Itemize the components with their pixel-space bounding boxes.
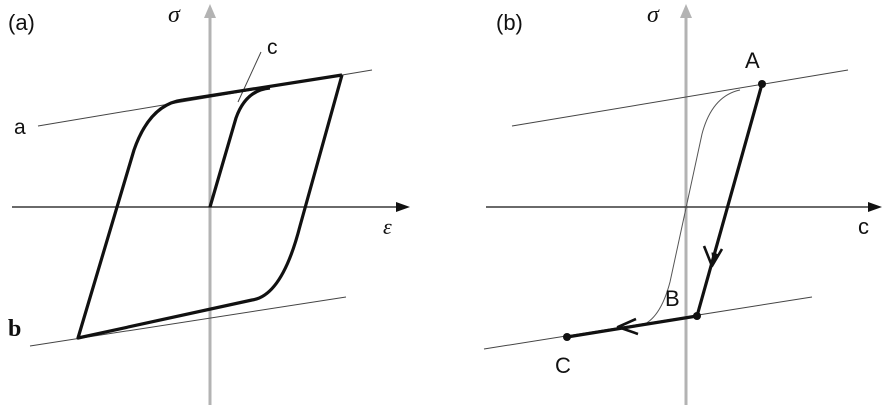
panel-b-point-b-dot: [693, 312, 701, 320]
panel-b-arrow-left-head-icon: [616, 317, 639, 336]
panel-a-tag: (a): [8, 10, 35, 35]
panel-b-label-c: C: [555, 353, 571, 378]
panel-b-point-c-dot: [563, 333, 571, 341]
panel-a-epsilon-arrow-icon: [396, 202, 410, 212]
panel-a-sigma-label: σ: [168, 2, 181, 28]
panel-b-reference-curve: [639, 89, 741, 327]
panel-a-epsilon-label: ε: [383, 214, 392, 239]
panel-b-horizontal-arrow-icon: [868, 202, 882, 212]
panel-b-label-a: A: [745, 48, 760, 73]
panel-b-upper-line: [511, 69, 849, 127]
panel-b-tag: (b): [496, 10, 523, 35]
panel-a-label-c: c: [267, 36, 278, 59]
panel-b-path-a-to-b: [695, 83, 764, 317]
panel-b-arrow-down-head-icon: [702, 245, 724, 268]
panel-b-path-b-to-c: [566, 314, 698, 339]
panel-a-hysteresis-loop: [76, 73, 344, 340]
panel-b: (b) σ c A B C: [483, 2, 882, 405]
panel-a-line-c: [237, 51, 262, 103]
panel-b-sigma-label: σ: [647, 2, 660, 28]
panel-a: (a) σ ε a b c: [8, 2, 410, 405]
panel-b-point-a-dot: [758, 80, 766, 88]
panel-b-label-b: B: [665, 286, 680, 311]
panel-a-sigma-arrow-icon: [204, 4, 216, 18]
panel-a-label-a: a: [14, 116, 26, 139]
panel-a-label-b: b: [8, 316, 21, 342]
panel-b-sigma-arrow-icon: [680, 4, 692, 18]
panel-a-initial-curve: [208, 86, 271, 208]
panel-b-horizontal-label: c: [858, 214, 869, 239]
